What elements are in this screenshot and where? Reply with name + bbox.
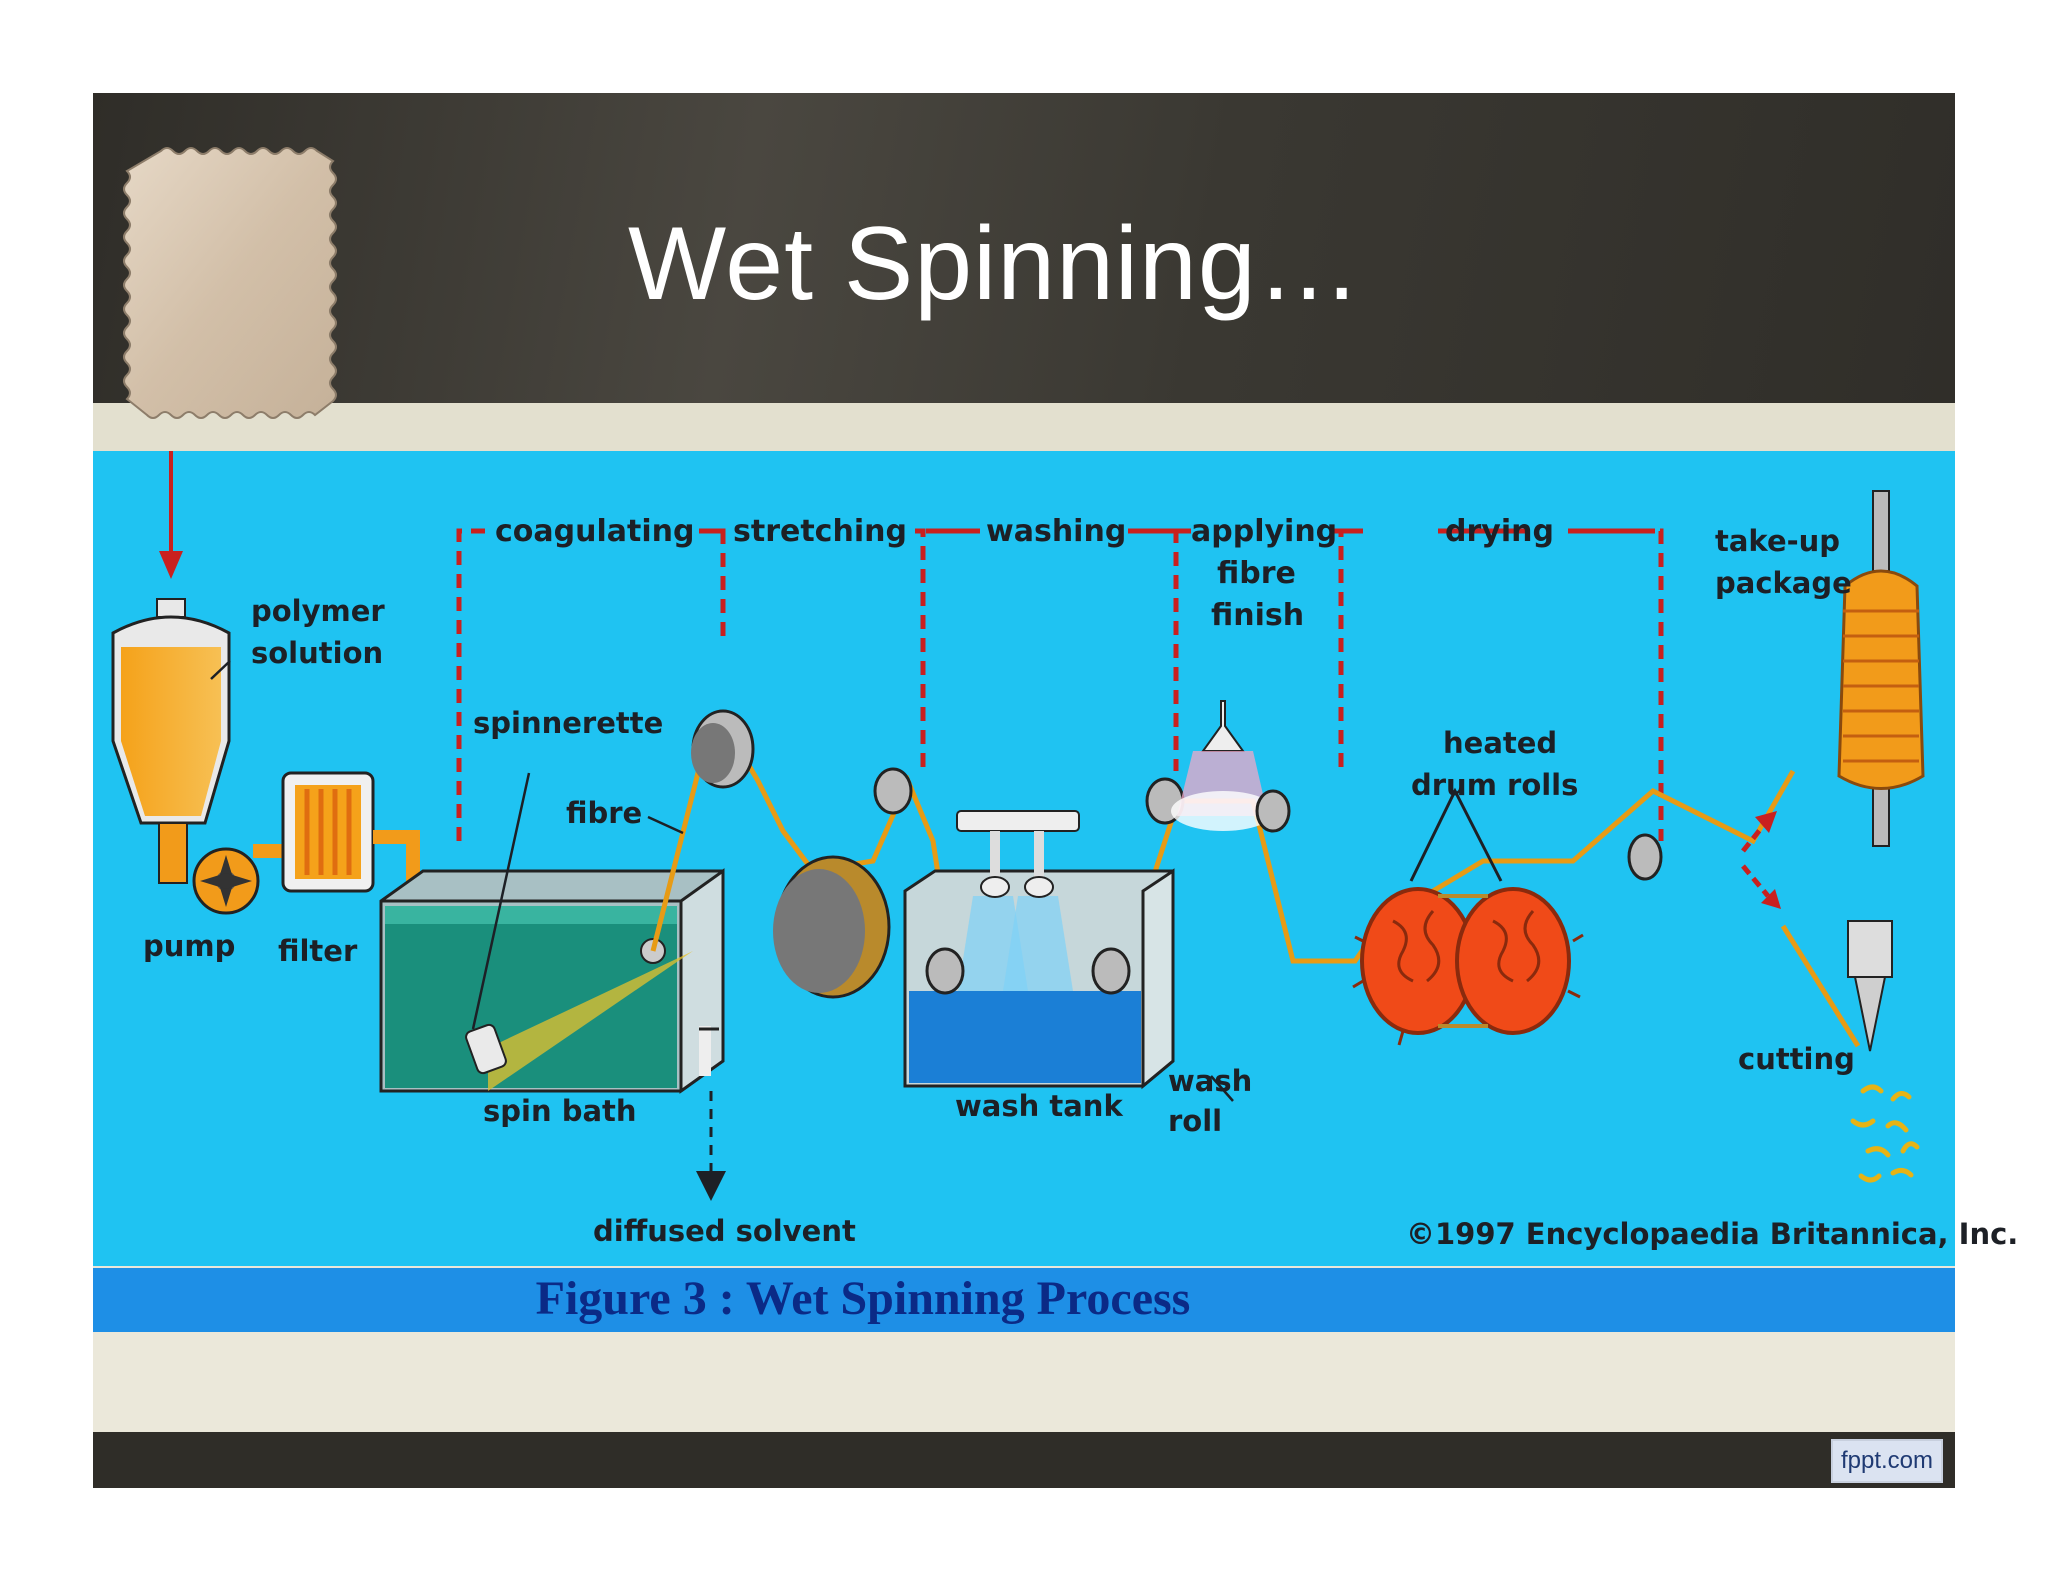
slide-title: Wet Spinning… <box>628 206 1362 322</box>
label-wash-tank: wash tank <box>955 1089 1123 1123</box>
stage-bracket <box>456 528 1664 841</box>
header-band <box>93 403 1955 451</box>
postage-stamp-decoration <box>123 147 337 419</box>
label-wash: wash <box>1168 1064 1252 1098</box>
figure-caption: Figure 3 : Wet Spinning Process <box>535 1272 1191 1325</box>
label-cutting: cutting <box>1738 1042 1855 1076</box>
label-polymer: polymer <box>251 594 385 628</box>
label-pump: pump <box>143 929 235 963</box>
label-solution: solution <box>251 636 383 670</box>
cutter <box>1847 920 1893 1052</box>
wash-tank <box>903 810 1175 1090</box>
heated-drum-rolls <box>1352 787 1584 1046</box>
stage-fibre: fibre <box>1217 556 1296 591</box>
label-roll: roll <box>1168 1104 1222 1138</box>
pump <box>192 847 260 915</box>
label-diffused-solvent: diffused solvent <box>593 1214 856 1248</box>
label-filter: filter <box>278 934 358 968</box>
stage-drying: drying <box>1445 514 1554 549</box>
label-drum-rolls: drum rolls <box>1411 768 1578 802</box>
wet-spinning-diagram: coagulating stretching washing applying … <box>93 451 2018 1266</box>
stage-applying: applying <box>1191 514 1337 549</box>
label-package: package <box>1715 566 1852 600</box>
stage-coagulating: coagulating <box>495 514 694 549</box>
slide-header <box>93 93 1955 403</box>
spin-bath <box>379 868 725 1094</box>
stage-washing: washing <box>986 514 1126 549</box>
stage-stretching: stretching <box>733 514 907 549</box>
slide-footer <box>93 1432 1955 1488</box>
stage-finish: finish <box>1211 598 1304 633</box>
caption-bar <box>93 1268 1955 1332</box>
label-fibre: fibre <box>566 796 642 830</box>
guide-roll <box>1627 833 1663 881</box>
feed-arrow <box>159 451 183 579</box>
label-heated: heated <box>1443 726 1557 760</box>
polymer-tank <box>111 598 231 884</box>
stretching-rollers <box>691 709 891 999</box>
label-take-up: take-up <box>1715 524 1840 558</box>
take-up-package <box>1837 490 1925 847</box>
split-arrows <box>1741 811 1861 1048</box>
leader-lines <box>210 660 1234 1102</box>
fppt-logo: fppt.com <box>1830 1439 1943 1483</box>
label-spinnerette: spinnerette <box>473 706 663 740</box>
copyright-notice: ©1997 Encyclopaedia Britannica, Inc. <box>1406 1217 2018 1251</box>
finish-sprayer <box>1171 700 1291 833</box>
label-spin-bath: spin bath <box>483 1094 637 1128</box>
slide: Wet Spinning… <box>93 93 2018 1488</box>
cut-fibres <box>1850 1084 1920 1183</box>
